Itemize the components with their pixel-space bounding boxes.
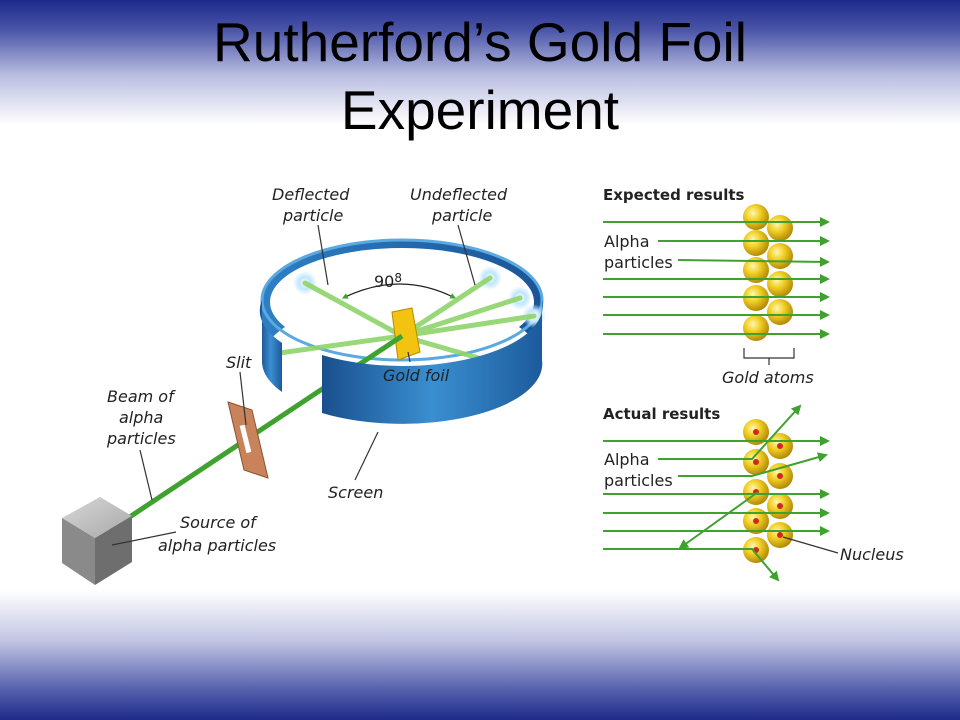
page-title: Rutherford’s Gold Foil Experiment (0, 8, 960, 144)
screen-label: Screen (328, 483, 383, 502)
expected-alpha-paths (603, 217, 830, 339)
screen-front-left (259, 300, 282, 392)
actual-results-panel: Actual results (603, 404, 904, 582)
source-label-1: Source of (180, 513, 258, 532)
screen-front-right (322, 300, 543, 424)
undeflected-label-2: particle (431, 206, 493, 225)
gold-foil (391, 307, 421, 361)
svg-text:Undeflected: Undeflected (410, 185, 508, 204)
svg-text:alpha particles: alpha particles (158, 536, 276, 555)
actual-alpha-paths (603, 404, 830, 582)
deflected-beam (399, 295, 523, 339)
deflected-beam (262, 333, 405, 358)
title-line-2: Experiment (340, 79, 620, 141)
source-leader (111, 531, 177, 546)
undeflected-label-1: Undeflected (410, 185, 508, 204)
source-cube (62, 497, 132, 585)
svg-text:Beam of: Beam of (107, 387, 176, 406)
screen-inner-floor (270, 248, 534, 356)
svg-text:particles: particles (106, 429, 176, 448)
svg-text:Source of: Source of (180, 513, 258, 532)
deflected-label-2: particle (282, 206, 344, 225)
angle-unit: 8 (394, 271, 402, 285)
gold-atoms-bracket (743, 348, 795, 359)
slit-leader (239, 371, 247, 426)
expected-alpha-label-2: particles (604, 253, 673, 272)
deflected-beam (399, 313, 537, 339)
svg-text:Deflected: Deflected (272, 185, 350, 204)
expected-heading: Expected results (603, 186, 745, 204)
slit-label: Slit (226, 353, 252, 372)
deflected-label-1: Deflected (272, 185, 350, 204)
foil-leader (407, 351, 411, 363)
gold-atoms-label: Gold atoms (722, 368, 814, 387)
undeflected-beam (399, 275, 493, 339)
expected-alpha-label-1: Alpha (604, 232, 650, 251)
actual-heading: Actual results (603, 405, 720, 423)
actual-alpha-label-2: particles (604, 471, 673, 490)
angle-value: 90 (374, 272, 394, 291)
nucleus-label: Nucleus (840, 545, 904, 564)
undeflected-leader (457, 224, 476, 286)
deflected-leader (317, 224, 329, 286)
beam-label-3: particles (106, 429, 176, 448)
beam-leader (139, 449, 153, 501)
deflected-beam (302, 280, 405, 339)
svg-text:particle: particle (282, 206, 344, 225)
apparatus: 908 (62, 185, 546, 585)
nucleus-leader (782, 536, 839, 554)
beam-label-2: alpha (119, 408, 163, 427)
screen-leader (354, 431, 379, 481)
title-line-1: Rutherford’s Gold Foil (213, 11, 747, 73)
svg-text:908: 908 (374, 271, 402, 291)
slit-opening (239, 424, 252, 454)
gold-foil-label: Gold foil (383, 366, 450, 385)
expected-gold-atoms (743, 204, 793, 341)
beam-label-1: Beam of (107, 387, 176, 406)
svg-text:alpha: alpha (119, 408, 163, 427)
angle-arc (341, 283, 457, 299)
expected-results-panel: Expected results Alpha particles Gold at… (603, 186, 830, 387)
source-label-2: alpha particles (158, 536, 276, 555)
svg-text:particle: particle (431, 206, 493, 225)
actual-alpha-label-1: Alpha (604, 450, 650, 469)
